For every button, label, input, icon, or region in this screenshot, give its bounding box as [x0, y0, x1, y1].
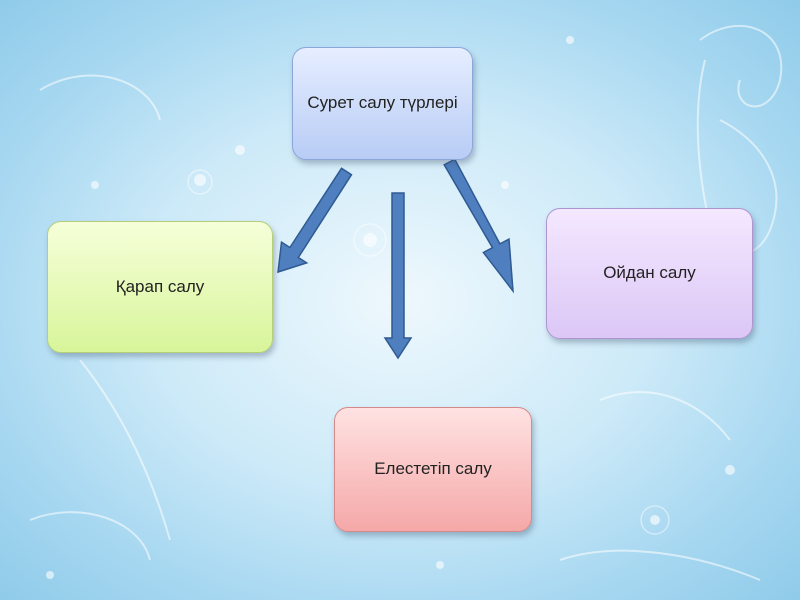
child-node-bottom: Елестетіп салу — [334, 407, 532, 532]
root-node-label: Сурет салу түрлері — [307, 93, 458, 113]
root-node: Сурет салу түрлері — [292, 47, 473, 160]
child-node-right-label: Ойдан салу — [603, 263, 696, 283]
child-node-right: Ойдан салу — [546, 208, 753, 339]
child-node-left-label: Қарап салу — [115, 276, 205, 296]
child-node-left: Қарап салу — [47, 221, 273, 353]
child-node-bottom-label: Елестетіп салу — [374, 459, 492, 479]
